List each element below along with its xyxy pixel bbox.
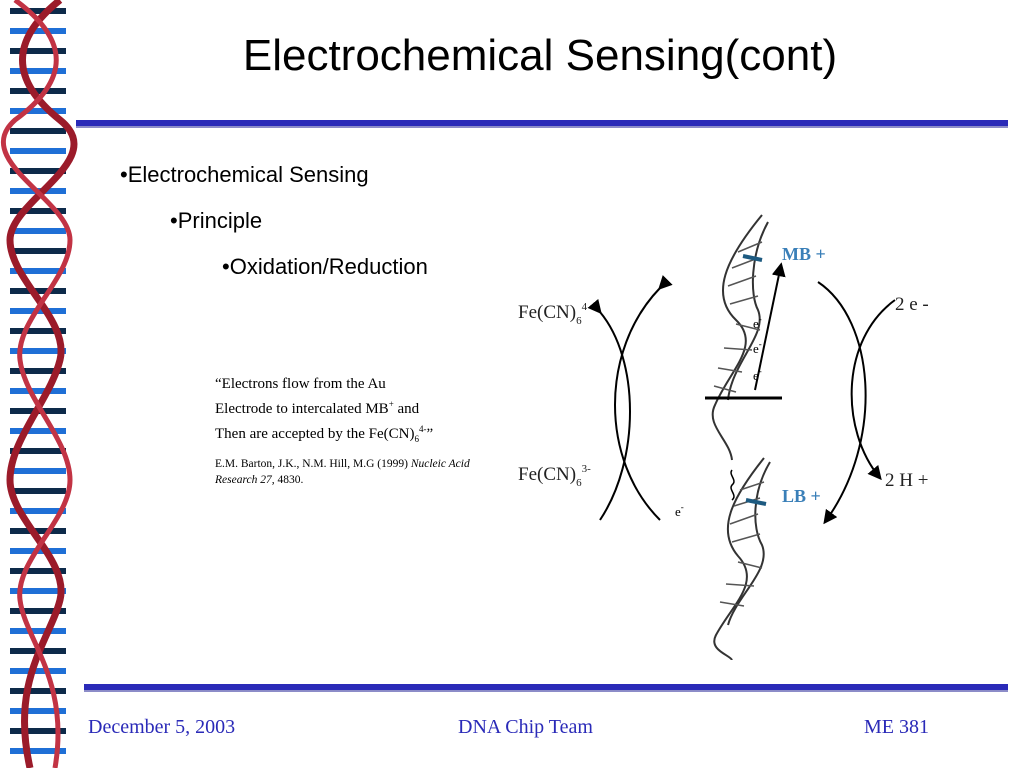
quote-sub: 6 [414, 434, 420, 444]
electron-4: e- [675, 502, 684, 519]
bullet-electrochemical-sensing: •Electrochemical Sensing [120, 162, 369, 187]
dna-helix-decoration [0, 0, 78, 768]
dna-rung [10, 728, 66, 734]
dna-rung [10, 508, 66, 514]
fe-cn-bottom-label: Fe(CN)63- [518, 463, 591, 489]
proton-arrow [817, 281, 867, 525]
dna-rung [10, 448, 66, 454]
quote-close: ” [426, 426, 434, 442]
dna-rung [10, 148, 66, 154]
dna-rung [10, 428, 66, 434]
footer-course: ME 381 [864, 716, 929, 738]
dna-strand-bottom [713, 457, 771, 660]
fe-cn-top-label: Fe(CN)64 [518, 301, 588, 327]
dna-rung [10, 168, 66, 174]
electron-3: e- [753, 366, 762, 383]
dna-rung [10, 128, 66, 134]
lb-label: LB + [782, 486, 821, 506]
citation-pages: 4830. [274, 474, 304, 486]
dna-rung [10, 108, 66, 114]
dna-rung [10, 68, 66, 74]
electron-2: e- [753, 339, 762, 356]
dna-rung [10, 368, 66, 374]
oxidation-arrow [614, 275, 673, 521]
dna-rung [10, 328, 66, 334]
citation: E.M. Barton, J.K., N.M. Hill, M.G (1999)… [215, 456, 485, 488]
bullet-oxidation-reduction: •Oxidation/Reduction [222, 254, 428, 279]
dna-rung [10, 468, 66, 474]
dna-rung [10, 688, 66, 694]
dna-rung [10, 228, 66, 234]
dna-rung [10, 708, 66, 714]
quote-line-2: Electrode to intercalated MB [215, 401, 389, 417]
footer-date: December 5, 2003 [88, 716, 236, 738]
redox-diagram: Fe(CN)64 Fe(CN)63- MB + e- e- e- e- LB +… [518, 214, 929, 660]
two-h-label: 2 H + [885, 470, 928, 491]
dna-rung [10, 268, 66, 274]
quote-line-3: Then are accepted by the Fe(CN) [215, 426, 415, 442]
dna-rung [10, 488, 66, 494]
bullet-principle: •Principle [170, 208, 263, 233]
dna-rung [10, 28, 66, 34]
dna-rung [10, 288, 66, 294]
citation-journal: Nucleic Acid Research 27, [215, 458, 470, 486]
quote-line-2-end: and [393, 401, 420, 417]
citation-authors: E.M. Barton, J.K., N.M. Hill, M.G (1999) [215, 458, 411, 470]
dna-rung [10, 388, 66, 394]
reduction-arrow [587, 298, 631, 521]
dna-strand-b [0, 0, 73, 768]
dna-strand-a [6, 0, 78, 768]
dna-rung [10, 608, 66, 614]
quote-text: “Electrons flow from the Au Electrode to… [215, 374, 485, 449]
electron-1: e- [753, 314, 762, 331]
mb-label: MB + [782, 244, 826, 264]
title-divider [76, 120, 1008, 128]
electron-out-arrow [850, 299, 896, 481]
dna-rung [10, 628, 66, 634]
quote-sup: + [388, 399, 394, 409]
footer-team: DNA Chip Team [458, 716, 593, 738]
dna-rung [10, 88, 66, 94]
quote-line-1: “Electrons flow from the Au [215, 376, 386, 392]
dna-rung [10, 8, 66, 14]
dna-rung [10, 208, 66, 214]
dna-rung [10, 748, 66, 754]
dna-strand-top [705, 214, 782, 501]
dna-rung [10, 248, 66, 254]
dna-rung [10, 568, 66, 574]
footer-divider [84, 684, 1008, 692]
dna-rung [10, 48, 66, 54]
dna-rung [10, 348, 66, 354]
slide-title: Electrochemical Sensing(cont) [242, 31, 838, 80]
two-e-label: 2 e - [895, 294, 929, 315]
dna-rung [10, 668, 66, 674]
dna-rung [10, 588, 66, 594]
dna-rung [10, 528, 66, 534]
quote-sup-2: 4- [419, 424, 427, 434]
electron-arrow [754, 262, 786, 391]
